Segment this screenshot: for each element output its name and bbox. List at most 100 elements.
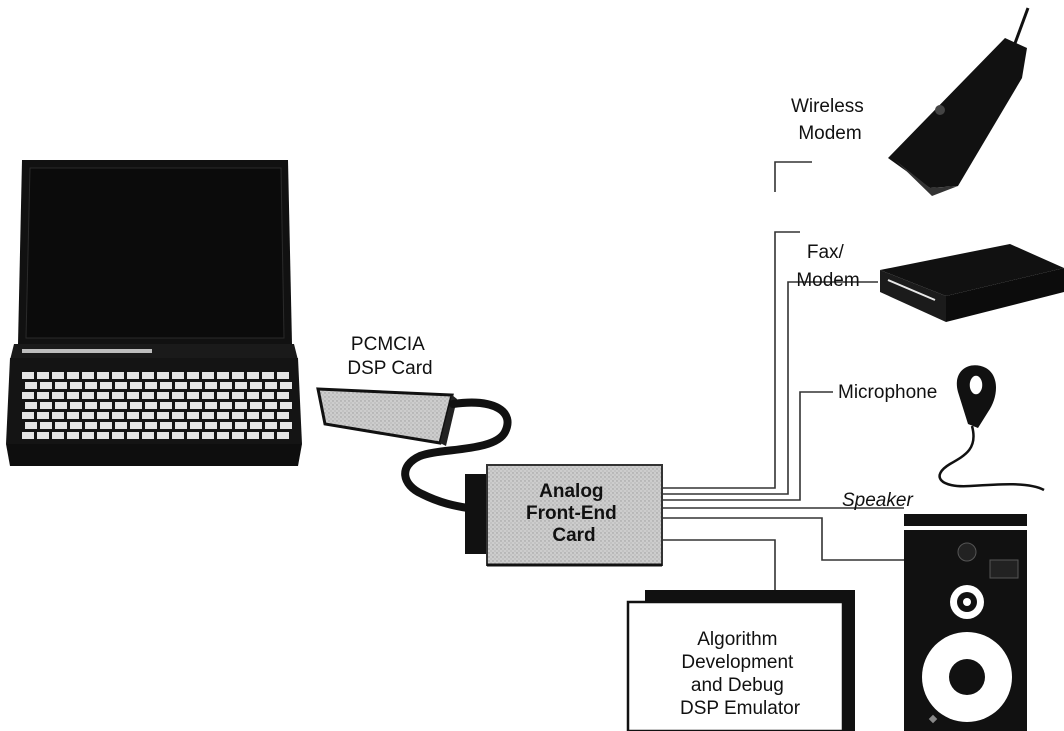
laptop-key	[187, 392, 199, 399]
laptop-key	[247, 412, 259, 419]
laptop-key	[157, 392, 169, 399]
wire-speaker-2	[662, 518, 904, 560]
laptop-key	[172, 372, 184, 379]
laptop-icon	[6, 160, 302, 466]
laptop-key	[235, 402, 247, 409]
laptop-key	[130, 382, 142, 389]
laptop-key	[52, 412, 64, 419]
laptop-key	[217, 432, 229, 439]
microphone-icon	[940, 365, 1044, 490]
laptop-key	[142, 432, 154, 439]
analog-line1: Analog	[539, 481, 603, 502]
laptop-key	[232, 372, 244, 379]
laptop-key	[37, 412, 49, 419]
laptop-key	[52, 432, 64, 439]
laptop-key	[100, 422, 112, 429]
laptop-key	[262, 392, 274, 399]
laptop-key	[175, 402, 187, 409]
laptop-key	[202, 372, 214, 379]
laptop-key	[157, 412, 169, 419]
laptop-key	[187, 372, 199, 379]
laptop-key	[22, 372, 34, 379]
laptop-key	[190, 422, 202, 429]
laptop-key	[247, 432, 259, 439]
laptop-key	[145, 402, 157, 409]
emulator-line4: DSP Emulator	[680, 698, 801, 719]
laptop-key	[40, 422, 52, 429]
laptop-key	[280, 422, 292, 429]
laptop-key	[205, 382, 217, 389]
laptop-key	[202, 432, 214, 439]
laptop-key	[220, 382, 232, 389]
laptop-key	[70, 422, 82, 429]
laptop-key	[187, 432, 199, 439]
laptop-key	[55, 402, 67, 409]
laptop-key	[265, 422, 277, 429]
laptop-key	[157, 432, 169, 439]
laptop-key	[250, 382, 262, 389]
laptop-key	[67, 372, 79, 379]
laptop-key	[232, 412, 244, 419]
laptop-key	[142, 392, 154, 399]
laptop-key	[67, 392, 79, 399]
laptop-key	[85, 402, 97, 409]
laptop-key	[40, 402, 52, 409]
laptop-key	[265, 382, 277, 389]
laptop-key	[250, 402, 262, 409]
laptop-key	[97, 392, 109, 399]
pcmcia-line1: PCMCIA	[351, 334, 425, 355]
wireless-modem-line2: Modem	[798, 123, 861, 144]
fax-modem-label: Fax/ Modem	[796, 242, 859, 291]
laptop-key	[277, 412, 289, 419]
laptop-key	[160, 422, 172, 429]
laptop-key	[202, 412, 214, 419]
wireless-modem-line1: Wireless	[791, 96, 864, 117]
laptop-key	[205, 402, 217, 409]
laptop-key	[160, 402, 172, 409]
laptop-key	[145, 382, 157, 389]
laptop-key	[202, 392, 214, 399]
microphone-label: Microphone	[838, 382, 937, 403]
emulator-line2: Development	[681, 652, 794, 673]
laptop-key	[247, 392, 259, 399]
laptop-key	[97, 412, 109, 419]
laptop-key	[100, 402, 112, 409]
wire-microphone	[662, 392, 833, 500]
laptop-key	[115, 422, 127, 429]
laptop-key	[145, 422, 157, 429]
laptop-key	[55, 382, 67, 389]
analog-line3: Card	[552, 525, 595, 546]
laptop-key	[115, 402, 127, 409]
laptop-key	[82, 392, 94, 399]
wire-fax	[662, 232, 800, 488]
laptop-key	[25, 382, 37, 389]
laptop-key	[115, 382, 127, 389]
laptop-key	[175, 422, 187, 429]
laptop-key	[130, 422, 142, 429]
laptop-key	[52, 392, 64, 399]
wireless-modem-label: Wireless Modem	[791, 96, 869, 144]
laptop-key	[82, 412, 94, 419]
laptop-key	[127, 412, 139, 419]
laptop-key	[112, 392, 124, 399]
laptop-key	[37, 372, 49, 379]
laptop-key	[97, 372, 109, 379]
laptop-key	[130, 402, 142, 409]
laptop-key	[25, 422, 37, 429]
laptop-key	[55, 422, 67, 429]
laptop-key	[40, 382, 52, 389]
laptop-key	[112, 432, 124, 439]
wire-wireless	[775, 162, 812, 192]
laptop-key	[142, 412, 154, 419]
connection-wires	[662, 162, 904, 598]
laptop-key	[232, 392, 244, 399]
laptop-key	[100, 382, 112, 389]
laptop-key	[22, 412, 34, 419]
laptop-key	[22, 432, 34, 439]
laptop-key	[52, 372, 64, 379]
wire-emulator	[662, 540, 775, 598]
speaker-icon	[904, 514, 1027, 731]
laptop-key	[127, 432, 139, 439]
laptop-key	[22, 392, 34, 399]
fax-modem-line2: Modem	[796, 270, 859, 291]
